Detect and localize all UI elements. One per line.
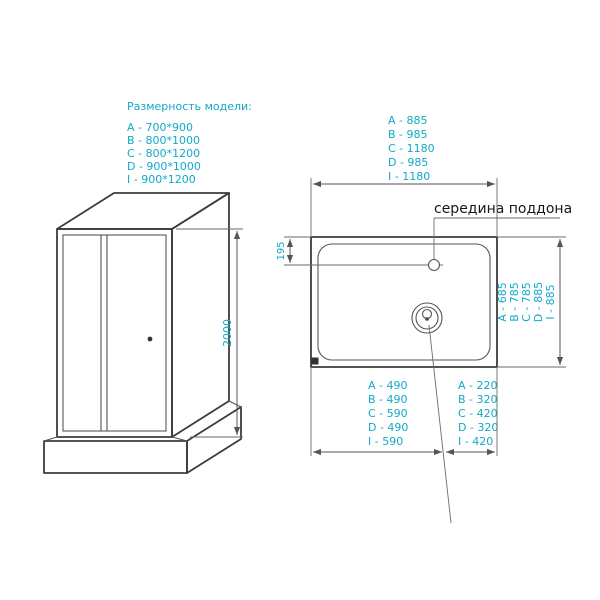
base-top-edge [228, 400, 242, 408]
drain-knob [421, 308, 433, 320]
dimension-item: A - 885 [388, 114, 427, 127]
dimension-item: D - 320 [458, 421, 498, 434]
height-dimension-label: 2000 [221, 319, 234, 347]
dimension-item: B - 320 [458, 393, 498, 406]
top-width-dimension: A - 885 B - 985 C - 1180 D - 985 I - 118… [310, 114, 498, 237]
model-size-item: A - 700*900 [127, 121, 193, 134]
isometric-cabin [43, 192, 242, 474]
drain-center-dot [425, 317, 429, 321]
model-size-list: Размерность модели: A - 700*900 B - 800*… [127, 100, 252, 186]
dimension-item: B - 490 [368, 393, 408, 406]
door-handle [147, 336, 153, 342]
dimension-item: D - 490 [368, 421, 408, 434]
base-front-face [43, 440, 188, 474]
cabin-side-face [171, 192, 230, 438]
tray-center-marker [427, 258, 441, 272]
dimension-item: B - 785 [508, 282, 521, 322]
dimension-item: 195 [276, 241, 287, 260]
tray-top-view [310, 236, 498, 524]
height-dimension: 2000 [176, 228, 243, 438]
model-size-item: B - 800*1000 [127, 134, 200, 147]
dimension-item: I - 420 [458, 435, 493, 448]
right-depth-dimension: A - 685 B - 785 C - 785 D - 885 I - 885 [496, 236, 566, 368]
door-frame [62, 234, 167, 432]
dimension-item: D - 985 [388, 156, 428, 169]
dimension-item: A - 685 [496, 282, 509, 321]
dimension-item: C - 785 [520, 282, 533, 322]
bottom-right-dimension: A - 220 B - 320 C - 420 D - 320 I - 420 [446, 367, 498, 456]
offset-dimension-195: 195 [276, 236, 428, 266]
mid-tray-callout: середина поддона [433, 201, 572, 259]
base-top-edge [43, 436, 58, 442]
dimension-item: C - 420 [458, 407, 498, 420]
bottom-left-dimension: A - 490 B - 490 C - 590 D - 490 I - 590 [310, 367, 442, 456]
base-side-face [186, 406, 242, 474]
base-top-edge [171, 436, 188, 442]
model-size-item: D - 900*1000 [127, 160, 201, 173]
dimension-item: B - 985 [388, 128, 428, 141]
cabin-top-face [56, 192, 230, 230]
drain-leader-line [428, 324, 452, 524]
dimension-item: A - 490 [368, 379, 407, 392]
mid-tray-label: середина поддона [434, 201, 572, 217]
dimension-item: I - 590 [368, 435, 403, 448]
dimension-item: A - 220 [458, 379, 497, 392]
tray-inner-rim [317, 243, 491, 361]
dimension-item: I - 1180 [388, 170, 430, 183]
model-size-title: Размерность модели: [127, 100, 252, 113]
drain-outer-ring [411, 302, 443, 334]
drain [411, 302, 443, 334]
drain-ring [415, 306, 439, 330]
dimension-item: D - 885 [532, 282, 545, 322]
dimension-item: I - 885 [544, 284, 557, 319]
model-size-item: I - 900*1200 [127, 173, 196, 186]
dimension-item: C - 590 [368, 407, 408, 420]
cabin-front-face [56, 228, 173, 438]
model-size-item: C - 800*1200 [127, 147, 200, 160]
tray-outline [310, 236, 498, 368]
corner-fitting [311, 357, 319, 365]
dimension-item: C - 1180 [388, 142, 435, 155]
